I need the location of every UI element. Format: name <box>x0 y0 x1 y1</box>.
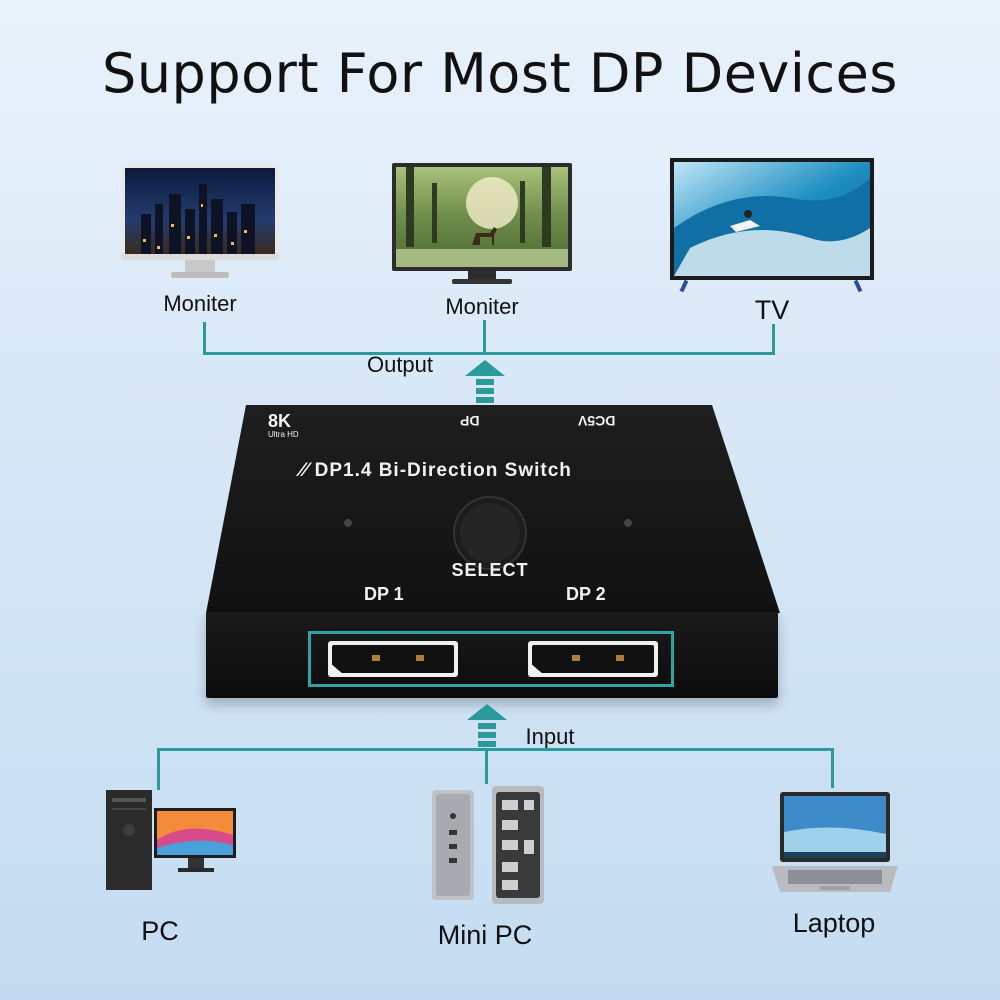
tv-icon <box>670 158 874 296</box>
device-logo-icon: ⁄⁄ <box>300 460 315 481</box>
laptop-icon <box>772 792 898 896</box>
device-badge: 8K <box>268 411 292 431</box>
output-arrow-icon <box>465 360 505 403</box>
input-arrow-icon <box>467 704 507 747</box>
input-label-3: Laptop <box>792 908 876 938</box>
port1-label: DP 1 <box>364 584 404 604</box>
page-title: Support For Most DP Devices <box>102 42 898 105</box>
input-ports-highlight <box>308 631 674 687</box>
input-line-left <box>157 748 160 790</box>
input-line-horizontal <box>157 748 834 751</box>
output-label-3: TV <box>754 295 790 325</box>
input-label-2: Mini PC <box>437 920 533 950</box>
select-button[interactable] <box>452 512 528 556</box>
mini-pc-icon <box>432 786 544 904</box>
switch-device-front <box>206 612 778 698</box>
device-name-label: ⁄⁄ DP1.4 Bi-Direction Switch <box>300 460 690 482</box>
output-line-left <box>203 322 206 355</box>
input-line-right <box>831 748 834 788</box>
switch-device-top <box>200 405 780 615</box>
monitor-1-icon <box>121 164 279 284</box>
device-dc-mark: DC5V <box>578 413 616 429</box>
dp2-port[interactable] <box>528 641 658 677</box>
pc-icon <box>106 790 238 892</box>
output-label: Output <box>366 352 434 377</box>
input-line-middle <box>485 748 488 784</box>
device-name: DP1.4 Bi-Direction Switch <box>314 460 572 481</box>
monitor-2-icon <box>392 163 572 289</box>
dp1-port[interactable] <box>328 641 458 677</box>
input-label-1: PC <box>141 916 179 946</box>
output-line-horizontal <box>203 352 775 355</box>
port2-label: DP 2 <box>566 584 606 604</box>
device-dp-mark: DP <box>460 413 480 429</box>
output-label-1: Moniter <box>163 291 237 316</box>
output-line-right <box>772 324 775 355</box>
input-label: Input <box>525 724 575 749</box>
output-line-middle <box>483 320 486 355</box>
device-badge-sub: Ultra HD <box>268 430 299 439</box>
output-label-2: Moniter <box>445 294 519 319</box>
select-label: SELECT <box>451 560 529 580</box>
